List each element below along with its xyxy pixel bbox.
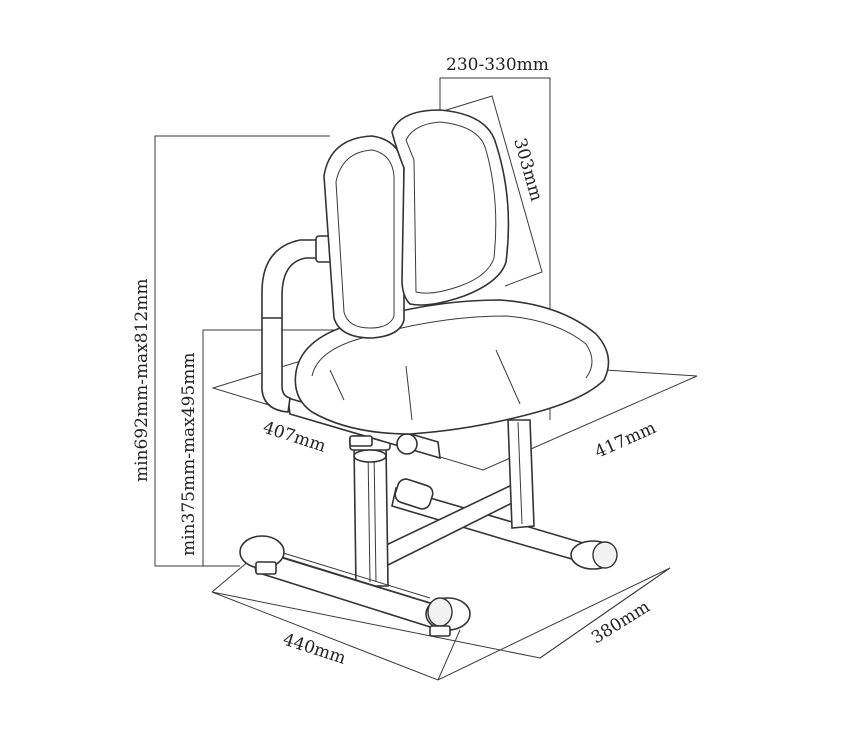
backrest-height-label: 303mm — [509, 136, 546, 204]
front-post — [349, 435, 391, 587]
backrest-width-line — [439, 77, 551, 420]
backrest-right-pad — [391, 109, 510, 306]
backrest-width-label: 230-330mm — [446, 55, 549, 75]
seat-width-label: 417mm — [592, 418, 659, 463]
height-adjust-knob — [349, 435, 373, 447]
backrest-left-pad — [323, 135, 405, 339]
base-width-label: 440mm — [280, 630, 348, 669]
base-front-tick — [437, 629, 461, 681]
seat-height-label: min375mm-max495mm — [179, 353, 199, 556]
base-depth-label: 380mm — [588, 597, 653, 648]
rear-post — [507, 419, 535, 529]
front-foot-bar — [239, 535, 471, 637]
total-height-line — [154, 135, 330, 567]
dimension-lines — [154, 77, 698, 681]
total-height-label: min692mm-max812mm — [132, 279, 152, 482]
chair-illustration — [239, 109, 618, 637]
seat-height-line — [202, 329, 335, 566]
seat-depth-label: 407mm — [260, 418, 328, 457]
base-left-tick — [211, 559, 251, 593]
backrest-height-line — [439, 95, 543, 287]
base-right-edge — [539, 567, 671, 659]
